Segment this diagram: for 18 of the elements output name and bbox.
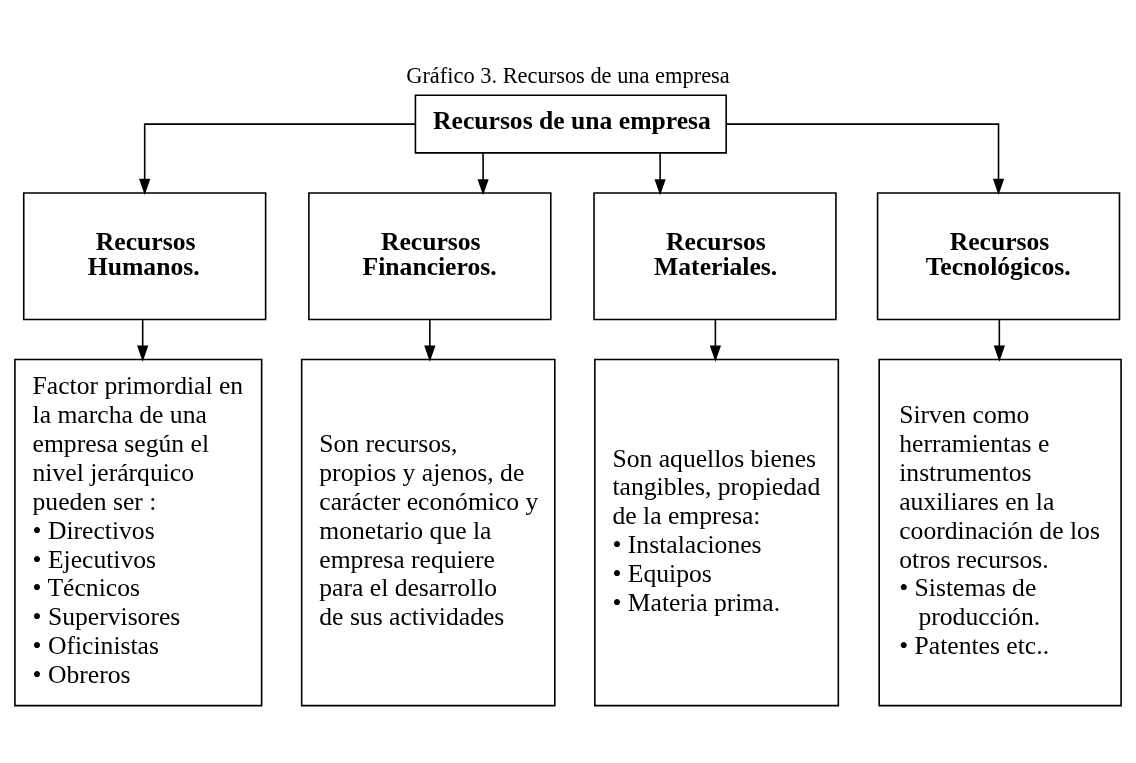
arrow <box>654 152 666 195</box>
node-box: Sirven como herramientas e instrumentos auxiliares en la coordinación de los otros recursos. • Sistemas de producción. • Patentes etc.. <box>878 358 1122 706</box>
node-box: Son recursos, propios y ajenos, de carácter económico y monetario que la empresa requiere para el desarrollo de sus actividades <box>300 358 556 706</box>
arrow <box>424 318 436 362</box>
arrow <box>139 122 416 195</box>
arrow <box>137 318 149 362</box>
node-box: Son aquellos bienes tangibles, propiedad de la empresa: • Instalaciones • Equipos • Materia prima. <box>594 358 840 706</box>
node-box: Factor primordial en la marcha de una empresa según el nivel jerárquico pueden ser : • Directivos • Ejecutivos • Técnicos • Supervisores • Oficinistas • Obreros <box>14 358 263 706</box>
node-box: Recursos de una empresa <box>414 93 727 154</box>
diagram-title: Gráfico 3. Recursos de una empresa <box>406 62 730 88</box>
arrow <box>993 318 1005 362</box>
node-box: Recursos Tecnológicos. <box>876 191 1121 320</box>
node-box: Recursos Financieros. <box>308 191 552 320</box>
node-box: Recursos Materiales. <box>593 191 837 320</box>
node-box: Recursos Humanos. <box>22 191 267 320</box>
arrow <box>477 152 489 195</box>
arrow <box>709 318 721 362</box>
arrow <box>725 122 1005 195</box>
